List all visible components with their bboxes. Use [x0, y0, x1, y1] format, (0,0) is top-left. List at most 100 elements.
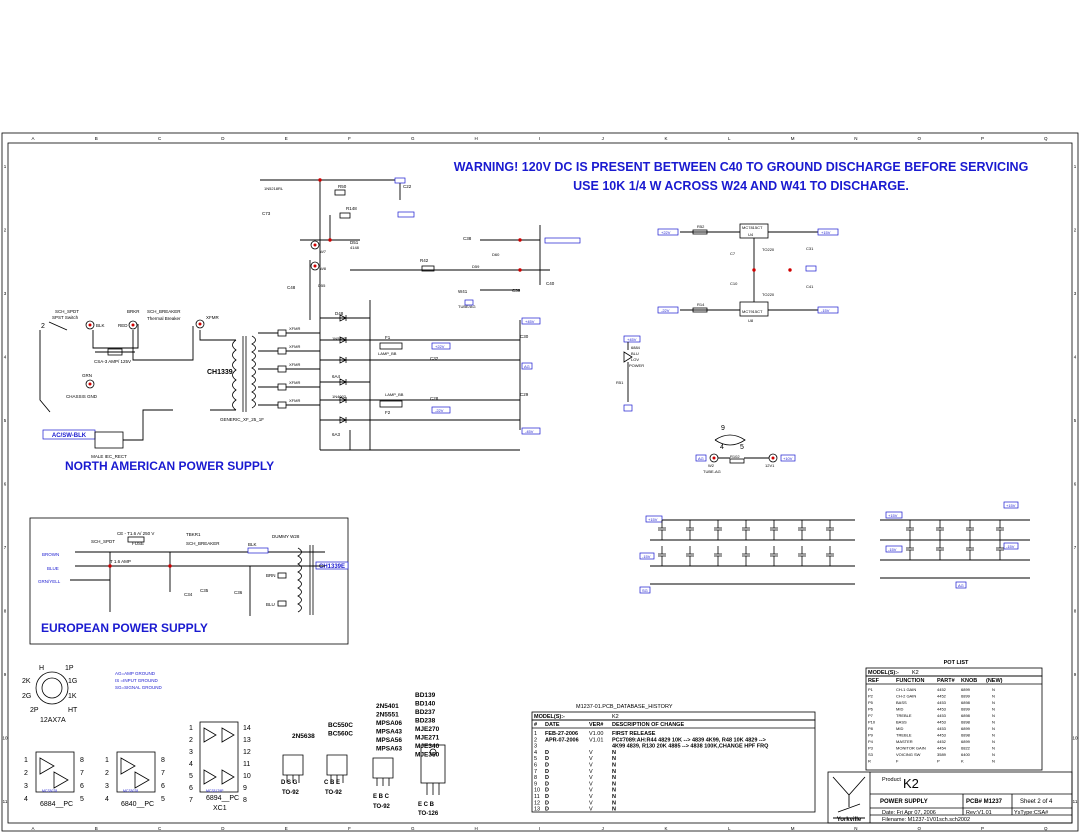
svg-text:DESCRIPTION OF CHANGE: DESCRIPTION OF CHANGE: [612, 722, 684, 728]
to92-package-3: E B C TO-92: [372, 757, 394, 810]
svg-text:6840__PC: 6840__PC: [121, 801, 154, 808]
svg-text:Rev:V1.01: Rev:V1.01: [966, 810, 992, 816]
history-cell: V: [589, 800, 593, 806]
row-label: 4: [1074, 355, 1077, 360]
svg-text:R148: R148: [346, 206, 357, 211]
pot-cell: N: [992, 707, 995, 712]
svg-text:R51: R51: [616, 380, 624, 385]
svg-text:YsType:CSA#: YsType:CSA#: [1014, 810, 1049, 816]
history-cell: 9: [534, 781, 537, 787]
svg-text:FUSE: FUSE: [132, 541, 144, 546]
row-label: 9: [4, 672, 7, 677]
svg-text:D S G: D S G: [281, 780, 298, 786]
pot-cell: P5: [868, 700, 874, 705]
capacitor-icon: [714, 546, 722, 566]
svg-text:XFMR: XFMR: [289, 362, 300, 367]
column-label: D: [221, 826, 225, 831]
svg-text:MC33078: MC33078: [123, 789, 138, 793]
column-label: L: [728, 826, 731, 831]
pot-cell: P3: [868, 746, 874, 751]
pot-cell: 4453: [937, 720, 947, 725]
column-label: G: [411, 136, 415, 141]
history-cell: D: [545, 788, 549, 794]
svg-text:TUBE-AG: TUBE-AG: [703, 469, 721, 474]
transistor-part: BD139: [415, 692, 436, 699]
history-cell: D: [545, 775, 549, 781]
svg-text:XFMR: XFMR: [289, 398, 300, 403]
svg-text:3: 3: [189, 749, 193, 756]
svg-text:SCH_SPDT: SCH_SPDT: [55, 309, 79, 314]
column-label: E: [285, 136, 288, 141]
svg-text:C B E: C B E: [324, 780, 340, 786]
svg-text:K2: K2: [612, 714, 619, 720]
ic-6884: 12 34 87 65 MC33078 6884__PC: [24, 751, 84, 808]
pot-cell: 4453: [937, 726, 947, 731]
history-cell: 4: [534, 750, 537, 756]
svg-text:Yorkville: Yorkville: [837, 817, 862, 823]
svg-text:4: 4: [24, 796, 28, 803]
svg-text:7: 7: [80, 770, 84, 777]
svg-text:+10V: +10V: [783, 456, 793, 461]
history-cell: D: [545, 750, 549, 756]
column-label: I: [539, 826, 540, 831]
svg-text:XFMR: XFMR: [289, 344, 300, 349]
row-label: 6: [4, 482, 7, 487]
svg-text:C7: C7: [730, 251, 736, 256]
pot-cell: N: [992, 687, 995, 692]
svg-text:9: 9: [721, 425, 725, 432]
svg-text:6: 6: [189, 785, 193, 792]
pot-cell: 6899: [961, 726, 971, 731]
history-cell: V1.01: [589, 737, 603, 743]
transistor-part: BD140: [415, 701, 436, 708]
pot-cell: P1: [868, 687, 874, 692]
capacitor-icon: [798, 546, 806, 566]
svg-text:1G: 1G: [68, 678, 77, 685]
column-label: P: [981, 136, 984, 141]
svg-text:-15V: -15V: [1006, 544, 1015, 549]
svg-text:W7: W7: [320, 249, 327, 254]
column-label: M: [791, 826, 795, 831]
svg-text:4: 4: [105, 796, 109, 803]
history-cell: N: [612, 788, 616, 794]
svg-text:F2: F2: [385, 410, 391, 415]
pot-cell: 6898: [961, 733, 971, 738]
svg-text:11: 11: [243, 761, 250, 768]
svg-text:C41: C41: [806, 284, 814, 289]
svg-text:GRN: GRN: [82, 373, 92, 378]
svg-text:DATE: DATE: [545, 722, 560, 728]
transistor-part: MJE350: [415, 752, 440, 759]
power-led-icon: +45V 6884 BLU LOV POWER R51: [616, 335, 644, 412]
svg-text:C39: C39: [512, 288, 521, 293]
pot-cell: CH-1 GAIN: [896, 687, 916, 692]
capacitor-icon: [966, 540, 974, 560]
ic-6840: 12 34 87 65 MC33078 6840__PC: [105, 751, 165, 808]
svg-text:R42: R42: [420, 258, 429, 263]
row-label: 11: [3, 799, 8, 804]
capacitor-icon: [936, 540, 944, 560]
svg-text:BLU: BLU: [631, 351, 639, 356]
history-cell: N: [612, 769, 616, 775]
svg-text:VER#: VER#: [589, 722, 603, 728]
svg-text:5: 5: [161, 796, 165, 803]
svg-text:2: 2: [189, 737, 193, 744]
svg-text:Date: Fri Apr 07, 2006: Date: Fri Apr 07, 2006: [882, 810, 936, 816]
svg-text:SCH_SPDT: SCH_SPDT: [91, 539, 115, 544]
capacitor-icon: [658, 520, 666, 540]
transistor-part: MPSA63: [376, 746, 402, 753]
pot-cell: BASS: [896, 720, 907, 725]
pot-cell: 6898: [961, 700, 971, 705]
transformer-icon: CH1339 GENERIC_XF_25_1F: [199, 330, 264, 422]
transistor-list: 2N5638BC550CBC560C2N54012N5551MPSA06MPSA…: [281, 692, 446, 817]
svg-text:3: 3: [24, 783, 28, 790]
svg-text:TO220: TO220: [762, 292, 775, 297]
column-label: F: [348, 136, 351, 141]
pot-cell: CH-2 GAIN: [896, 694, 916, 699]
svg-text:(NEW): (NEW): [986, 678, 1003, 684]
svg-text:+22V: +22V: [661, 230, 671, 235]
transistor-part: BD237: [415, 709, 436, 716]
history-cell: V: [589, 788, 593, 794]
pot-cell: 4453: [937, 733, 947, 738]
pot-cell: MASTER: [896, 739, 913, 744]
row-label: 3: [4, 291, 7, 296]
svg-text:GRN/YELL: GRN/YELL: [38, 579, 61, 584]
